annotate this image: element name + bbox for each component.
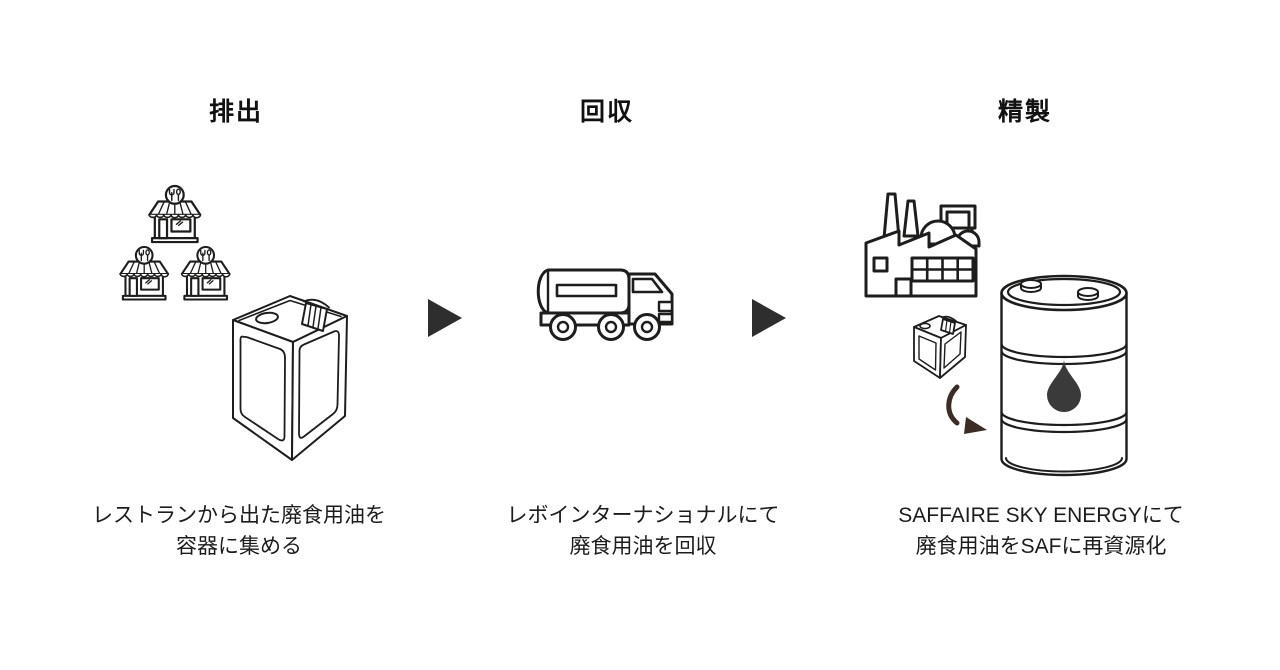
caption-line: レボインターナショナルにて	[506, 504, 780, 527]
caption-line: 容器に集める	[176, 535, 302, 558]
step-title-refining: 精製	[997, 98, 1053, 126]
step-title-collection: 回収	[579, 98, 635, 126]
caption-line: レストランから出た廃食用油を	[92, 504, 386, 527]
caption-refining: SAFFAIRE SKY ENERGYにて 廃食用油をSAFに再資源化	[898, 500, 1184, 562]
caption-line: 廃食用油を回収	[569, 535, 717, 558]
flow-arrow-icon	[752, 299, 786, 337]
oil-droplet-icon	[1047, 359, 1081, 412]
flow-arrow-icon	[428, 299, 462, 337]
oil-can-icon	[232, 295, 348, 461]
caption-line: SAFFAIRE SKY ENERGYにて	[898, 504, 1184, 527]
restaurant-cluster-icon	[119, 184, 231, 301]
tanker-truck-icon	[536, 268, 674, 341]
step-title-discharge: 排出	[208, 98, 264, 126]
oil-drum-icon	[1000, 274, 1128, 477]
curved-arrow-icon	[946, 384, 987, 434]
caption-line: 廃食用油をSAFに再資源化	[915, 535, 1167, 558]
factory-icon	[864, 192, 981, 298]
caption-collection: レボインターナショナルにて 廃食用油を回収	[507, 500, 780, 562]
caption-discharge: レストランから出た廃食用油を 容器に集める	[92, 500, 386, 562]
small-oil-can-icon	[913, 315, 967, 379]
